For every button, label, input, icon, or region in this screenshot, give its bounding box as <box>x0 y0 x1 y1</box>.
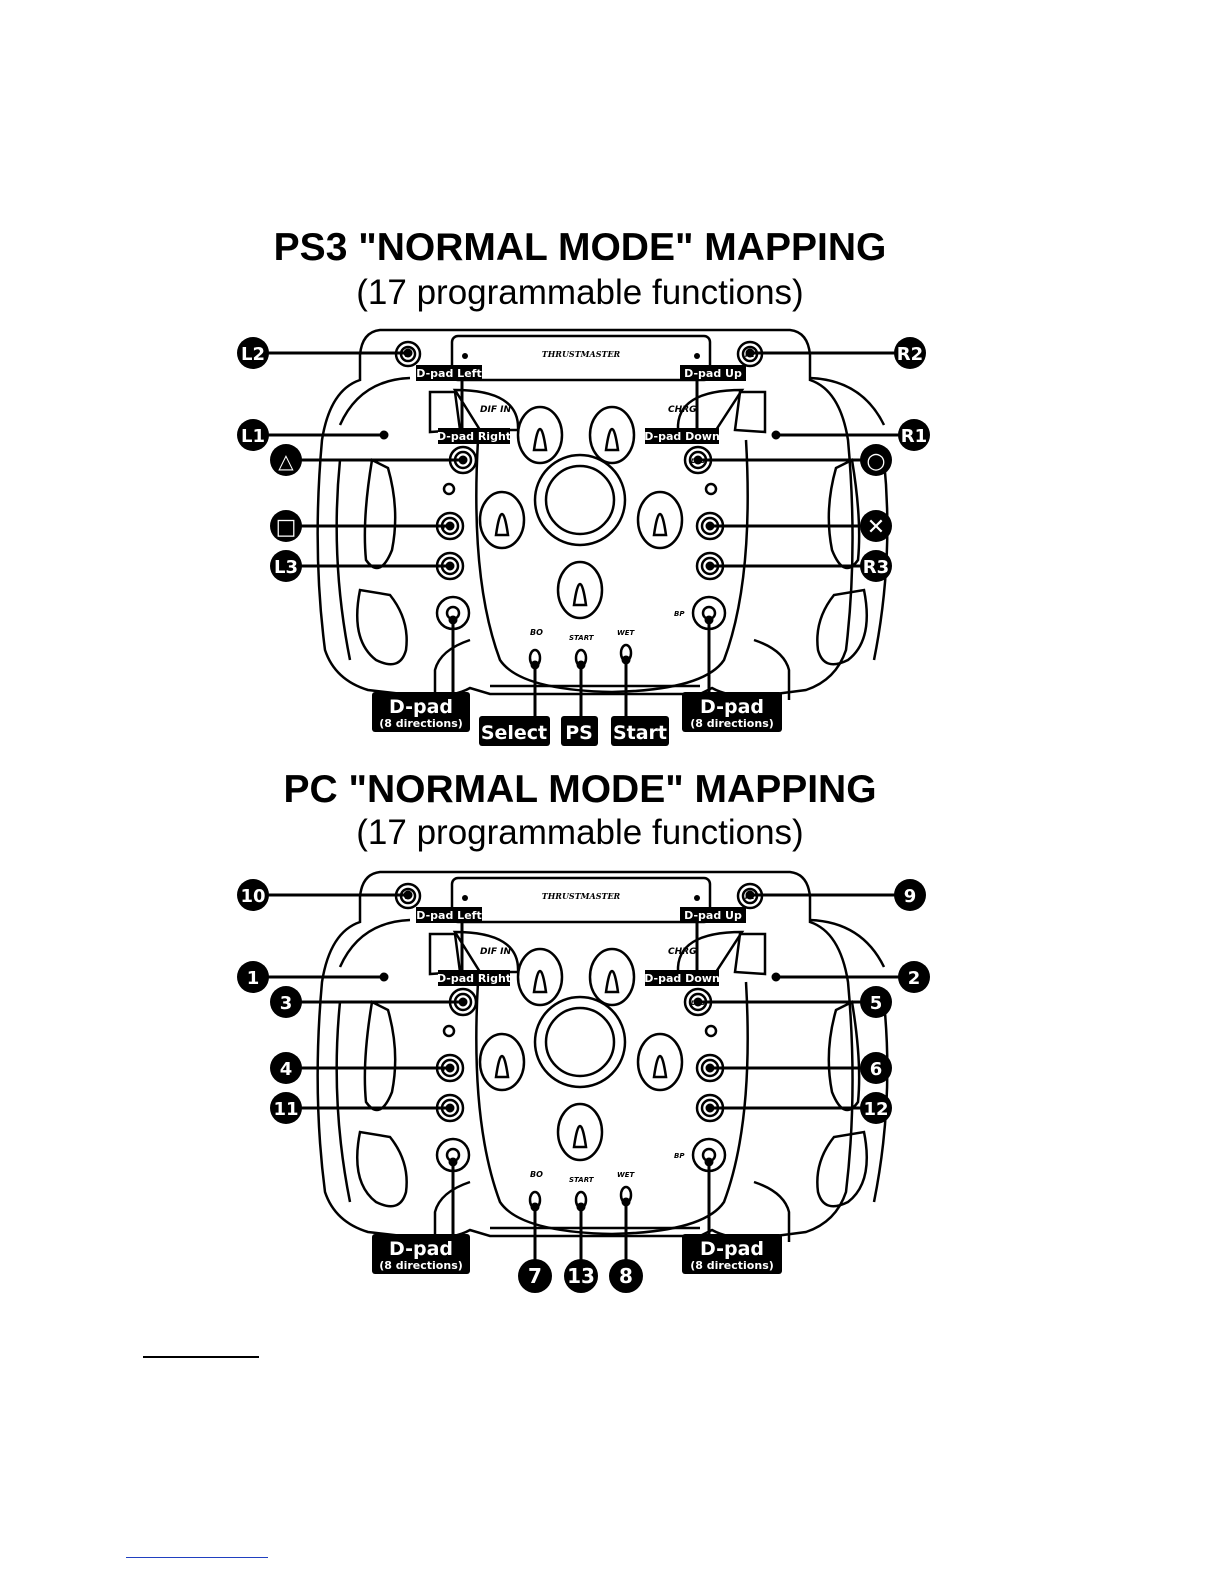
svg-text:START: START <box>569 634 595 642</box>
svg-text:R2: R2 <box>897 344 923 365</box>
svg-text:2: 2 <box>908 968 921 989</box>
svg-text:D-pad Up: D-pad Up <box>684 909 742 922</box>
svg-text:(8 directions): (8 directions) <box>690 1259 774 1272</box>
svg-text:R1: R1 <box>901 426 927 447</box>
dpad-left-label: D-pad (8 directions) <box>372 692 470 732</box>
wheel-knobs <box>428 930 767 1162</box>
dpad-right-label: D-pad (8 directions) <box>682 692 782 732</box>
svg-text:6: 6 <box>870 1059 883 1080</box>
select-label: Select <box>481 722 547 744</box>
svg-text:D-pad: D-pad <box>389 696 453 718</box>
svg-text:BO: BO <box>530 628 543 637</box>
svg-text:(8 directions): (8 directions) <box>379 717 463 730</box>
bottom-button-badges: 7 13 8 <box>518 1259 643 1293</box>
dpad-left-label: D-pad (8 directions) <box>372 1234 470 1274</box>
ps3-mapping-title: PS3 "NORMAL MODE" MAPPING <box>273 226 887 269</box>
svg-text:12: 12 <box>863 1099 888 1120</box>
paddle-labels: D-pad Left D-pad Up D-pad Right D-pad Do… <box>416 365 746 444</box>
wheel-body <box>316 328 889 700</box>
svg-text:BO: BO <box>530 1170 543 1179</box>
svg-text:(8 directions): (8 directions) <box>690 717 774 730</box>
bottom-button-labels: Select PS Start <box>479 716 669 746</box>
svg-text:D-pad Left: D-pad Left <box>416 909 481 922</box>
ps-label: PS <box>565 722 593 744</box>
ps3-wheel-diagram: THRUSTMASTER DIF IN CHRG BO START WET BP… <box>237 328 930 746</box>
wheel-body <box>316 870 889 1242</box>
svg-text:L3: L3 <box>274 557 298 578</box>
svg-text:D-pad Right: D-pad Right <box>437 430 511 443</box>
wheel-knobs <box>428 388 767 620</box>
svg-text:L2: L2 <box>241 344 265 365</box>
svg-text:3: 3 <box>280 993 293 1014</box>
callout-lines <box>253 890 914 1260</box>
svg-text:1: 1 <box>247 968 260 989</box>
svg-text:D-pad Up: D-pad Up <box>684 367 742 380</box>
svg-text:L1: L1 <box>241 426 265 447</box>
svg-text:4: 4 <box>280 1059 293 1080</box>
svg-text:R3: R3 <box>863 557 889 578</box>
svg-text:D-pad Right: D-pad Right <box>437 972 511 985</box>
svg-text:○: ○ <box>866 449 885 474</box>
pc-wheel-diagram: THRUSTMASTER DIF IN CHRG BO START WET BP… <box>237 870 930 1293</box>
svg-text:□: □ <box>276 515 297 540</box>
link-underline <box>126 1557 268 1558</box>
display-panel: THRUSTMASTER <box>450 876 712 924</box>
svg-text:D-pad Down: D-pad Down <box>644 430 720 443</box>
svg-text:WET: WET <box>617 629 636 637</box>
dpad-right-label: D-pad (8 directions) <box>682 1234 782 1274</box>
mapping-badges: 10 9 1 2 3 5 4 6 11 12 <box>237 879 930 1124</box>
svg-text:CHRG: CHRG <box>668 405 696 415</box>
paddle-labels: D-pad Left D-pad Up D-pad Right D-pad Do… <box>416 907 746 986</box>
svg-text:START: START <box>569 1176 595 1184</box>
svg-text:D-pad Down: D-pad Down <box>644 972 720 985</box>
svg-text:D-pad: D-pad <box>700 696 764 718</box>
ps3-mapping-subtitle: (17 programmable functions) <box>356 273 804 312</box>
start-label: Start <box>613 722 667 744</box>
svg-text:DIF IN: DIF IN <box>480 405 511 415</box>
svg-text:△: △ <box>278 449 294 473</box>
mapping-badges: L2 R2 L1 R1 △ ○ □ ✕ L3 R3 <box>237 337 930 582</box>
pc-mapping-subtitle: (17 programmable functions) <box>356 813 804 852</box>
svg-text:5: 5 <box>870 993 883 1014</box>
footnote-rule <box>143 1356 259 1358</box>
svg-text:D-pad Left: D-pad Left <box>416 367 481 380</box>
svg-text:D-pad: D-pad <box>389 1238 453 1260</box>
button-13-badge: 13 <box>567 1264 595 1288</box>
svg-text:DIF IN: DIF IN <box>480 947 511 957</box>
brand-logo: THRUSTMASTER <box>542 891 621 901</box>
display-panel: THRUSTMASTER <box>450 334 712 382</box>
svg-text:(8 directions): (8 directions) <box>379 1259 463 1272</box>
svg-text:D-pad: D-pad <box>700 1238 764 1260</box>
svg-text:11: 11 <box>273 1099 298 1120</box>
svg-text:CHRG: CHRG <box>668 947 696 957</box>
svg-text:✕: ✕ <box>867 515 885 540</box>
svg-text:BP: BP <box>674 1152 685 1160</box>
brand-logo: THRUSTMASTER <box>542 349 621 359</box>
svg-text:9: 9 <box>904 886 917 907</box>
svg-text:10: 10 <box>240 886 265 907</box>
pc-mapping-title: PC "NORMAL MODE" MAPPING <box>283 768 877 811</box>
callout-lines <box>253 348 914 716</box>
svg-text:BP: BP <box>674 610 685 618</box>
svg-text:WET: WET <box>617 1171 636 1179</box>
button-7-badge: 7 <box>528 1264 542 1288</box>
button-8-badge: 8 <box>619 1264 633 1288</box>
